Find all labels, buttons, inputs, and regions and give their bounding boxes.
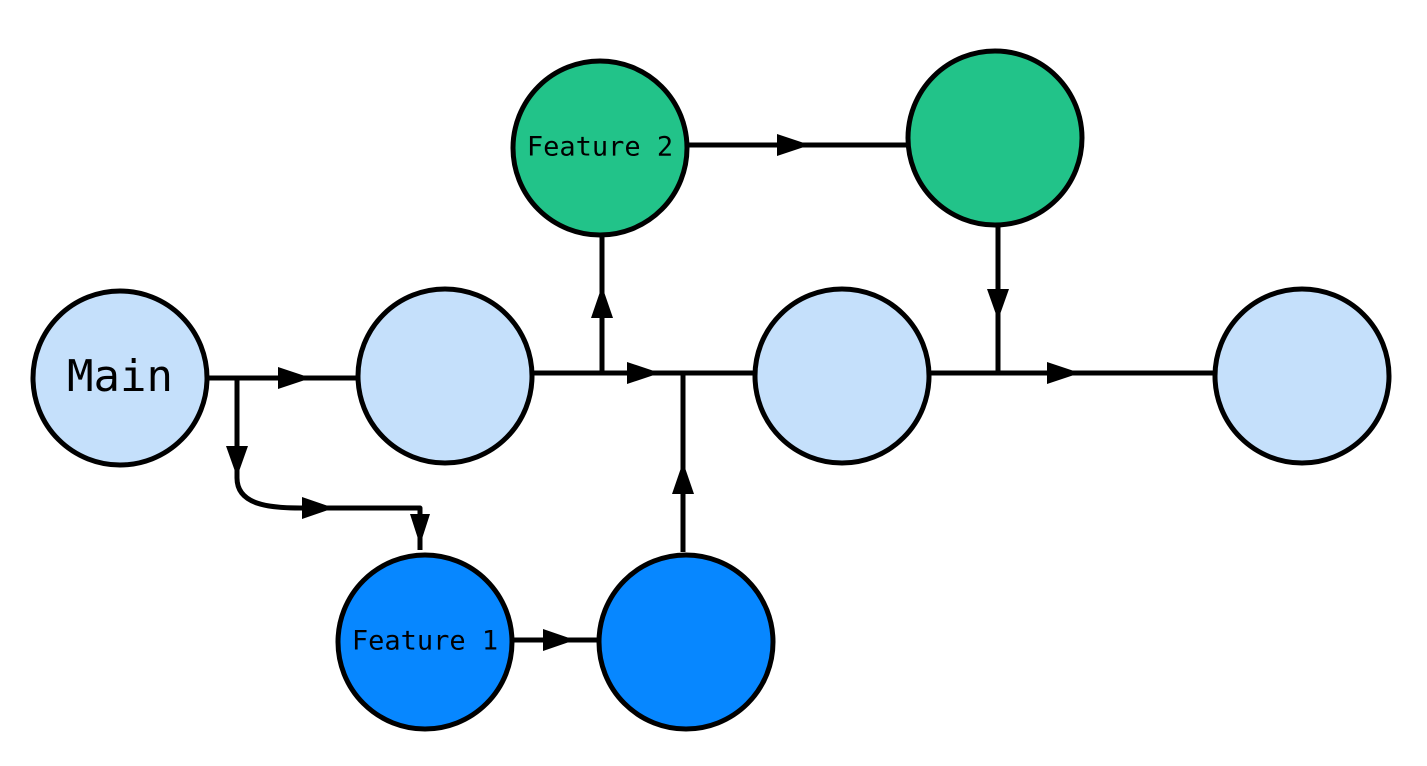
nodes xyxy=(30,48,1392,732)
arrowhead-down xyxy=(410,514,430,545)
main-node-4 xyxy=(1212,286,1392,466)
feature2-node-1-label: Feature 2 xyxy=(527,132,673,163)
arrowhead-right xyxy=(627,362,660,384)
arrowhead-up xyxy=(672,462,694,494)
arrowhead-right xyxy=(777,134,810,156)
labels: Main Feature 2 Feature 1 xyxy=(67,132,673,657)
arrowhead-right xyxy=(1047,362,1080,384)
feature2-node-1 xyxy=(510,58,690,238)
feature1-node-1 xyxy=(335,552,515,732)
arrowheads xyxy=(226,134,1080,651)
main-node-1 xyxy=(30,288,210,468)
feature1-node-1-label: Feature 1 xyxy=(352,626,498,657)
arrowhead-right xyxy=(302,497,334,519)
main-node-3 xyxy=(752,286,932,466)
feature1-node-2 xyxy=(596,552,776,732)
feature2-node-2 xyxy=(905,48,1085,228)
main-node-2 xyxy=(355,286,535,466)
arrowhead-down xyxy=(987,289,1009,320)
arrowhead-right xyxy=(278,367,311,389)
main-node-1-label: Main xyxy=(67,351,173,402)
arrowhead-up xyxy=(591,286,613,318)
arrowhead-down xyxy=(226,446,248,477)
edge-main1-to-feature1-1 xyxy=(234,378,423,550)
arrowhead-right xyxy=(543,629,575,651)
